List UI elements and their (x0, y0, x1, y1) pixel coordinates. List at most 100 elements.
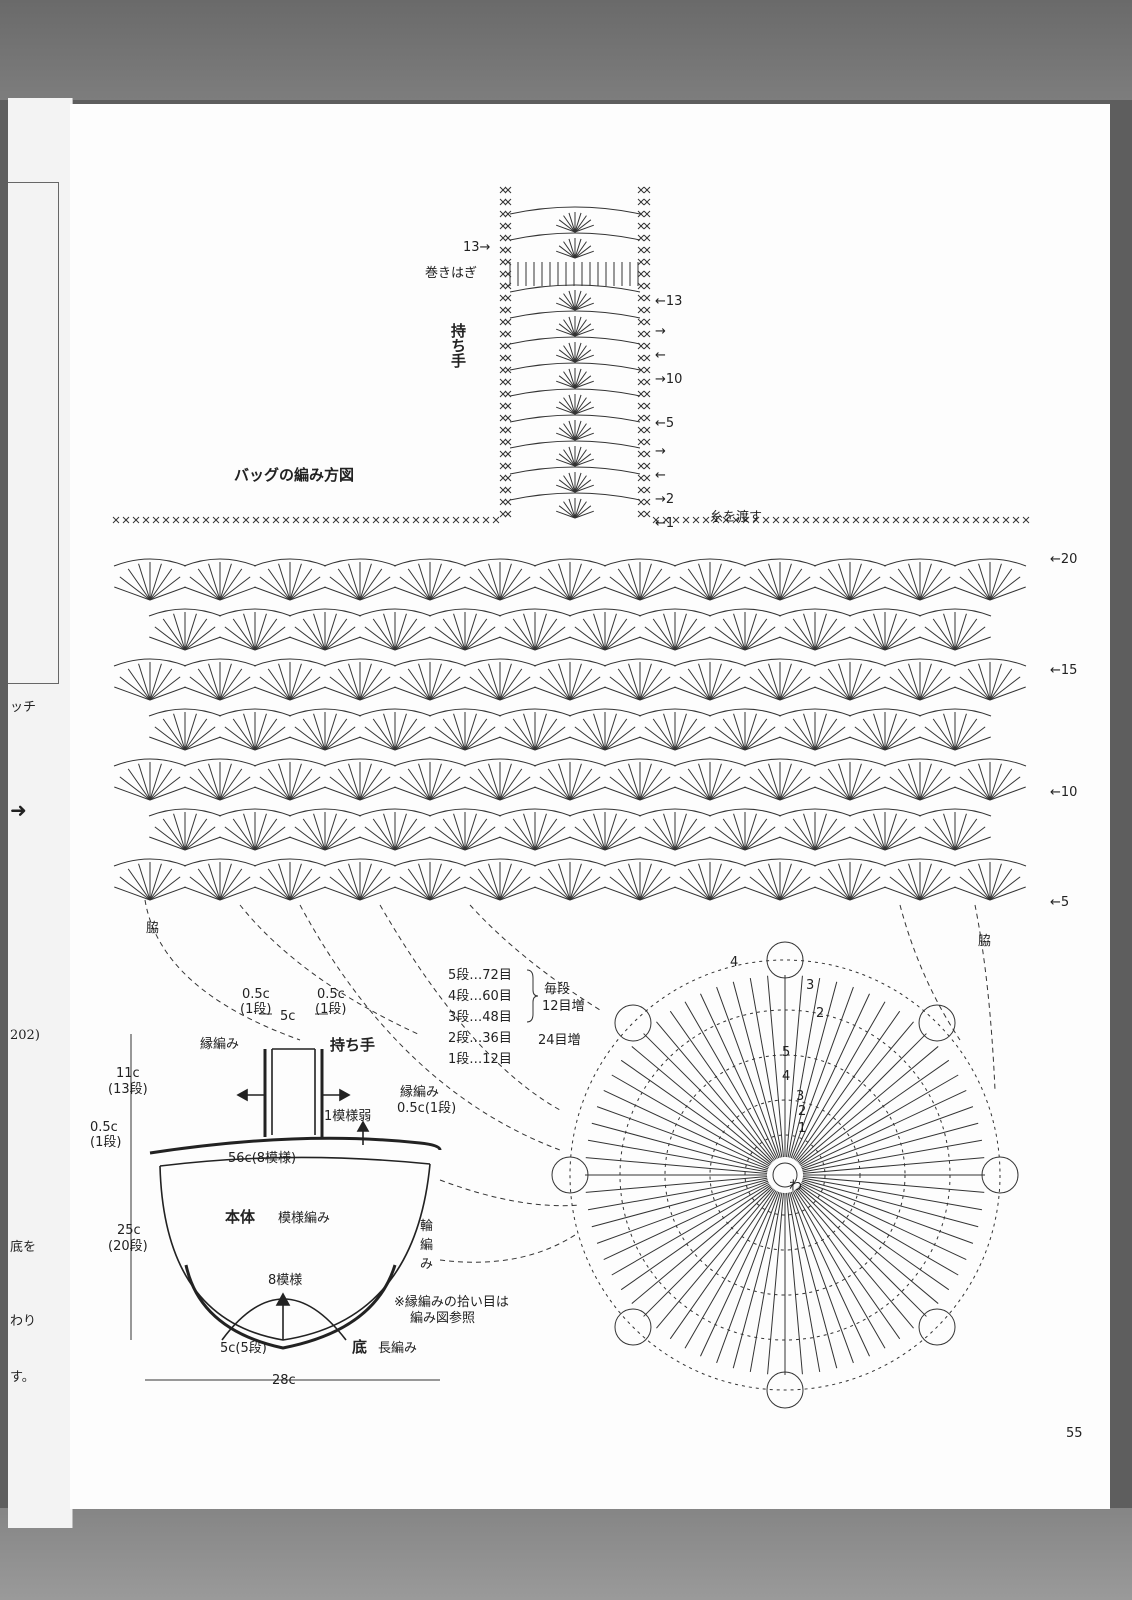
body-fan (418, 563, 431, 601)
body-fan (359, 768, 383, 801)
body-fan (289, 668, 313, 701)
base-stitch (716, 1191, 780, 1364)
body-fan (617, 868, 641, 901)
handle-row-marker: 13→ (463, 240, 491, 255)
body-fan (849, 786, 886, 801)
body-fan (744, 818, 768, 851)
body-fan (429, 736, 466, 751)
body-fan (849, 836, 886, 851)
body-fan (819, 676, 851, 701)
handle-fan (558, 375, 576, 389)
body-row-marker: ←15 (1050, 663, 1077, 678)
top-edge-stitch (392, 516, 400, 524)
body-fan (359, 636, 396, 651)
body-fan (162, 818, 186, 851)
body-fan (138, 663, 151, 701)
body-fan (989, 586, 1026, 601)
body-fan (932, 718, 956, 751)
body-fan (329, 576, 361, 601)
body-fan (224, 626, 256, 651)
body-fan (289, 576, 321, 601)
handle-edge-stitch (637, 462, 645, 470)
body-fan (919, 763, 932, 801)
body-fan (469, 676, 501, 701)
body-fan (232, 818, 256, 851)
body-chain-arc (183, 758, 257, 767)
body-fan (604, 586, 641, 601)
body-fan (219, 836, 256, 851)
dim-label: 28c (272, 1373, 296, 1388)
body-fan (749, 876, 781, 901)
body-fan (534, 618, 558, 651)
body-chain-arc (533, 858, 607, 867)
body-fan (989, 568, 1013, 601)
body-fan (838, 863, 851, 901)
body-fan (329, 876, 361, 901)
handle-edge-stitch (643, 414, 651, 422)
body-fan (884, 786, 921, 801)
body-fan (149, 886, 186, 901)
top-edge-stitch (712, 516, 720, 524)
body-fan (324, 718, 348, 751)
top-edge-stitch (452, 516, 460, 524)
body-fan (604, 626, 636, 651)
body-fan (324, 618, 348, 651)
body-fan (254, 626, 286, 651)
body-chain-arc (393, 758, 467, 767)
body-fan (967, 768, 991, 801)
body-fan (604, 726, 636, 751)
body-fan (407, 768, 431, 801)
top-edge-stitch (232, 516, 240, 524)
base-stitch (669, 1189, 776, 1340)
body-fan (464, 718, 488, 751)
round-knit-label: 輪 (420, 1218, 433, 1234)
top-edge-stitch (412, 516, 420, 524)
body-fan (499, 786, 536, 801)
body-fan (254, 718, 278, 751)
body-fan (849, 563, 862, 601)
body-fan (232, 618, 256, 651)
top-edge-stitch (1002, 516, 1010, 524)
body-chain-arc (603, 558, 677, 567)
base-pattern-label: 8模様 (268, 1273, 302, 1288)
body-fan (989, 663, 1002, 701)
body-chain-arc (743, 658, 817, 667)
body-fan (954, 618, 978, 651)
body-fan (254, 786, 291, 801)
handle-fan (563, 501, 576, 519)
handle-fan (574, 297, 592, 311)
body-fan (149, 763, 162, 801)
base-scallop (918, 1004, 956, 1042)
body-fan (814, 736, 851, 751)
base-round (569, 959, 1001, 1391)
body-fan (838, 763, 851, 801)
stitch-count: 1段…12目 (448, 1052, 512, 1067)
handle-outline (271, 1048, 316, 1135)
body-fan (674, 686, 711, 701)
body-fan (254, 818, 278, 851)
body-fan (569, 868, 593, 901)
body-chain-arc (498, 608, 572, 617)
body-fan (154, 826, 186, 851)
body-fan (289, 586, 326, 601)
base-stitch (700, 993, 778, 1159)
handle-edge-stitch (643, 186, 651, 194)
stitch-label: 長編み (378, 1340, 417, 1356)
body-fan (399, 876, 431, 901)
body-chain-arc (428, 808, 502, 817)
body-fan (504, 726, 536, 751)
body-fan (149, 586, 186, 601)
top-edge-stitch (952, 516, 960, 524)
top-edge-stitch (722, 516, 730, 524)
handle-chain-arc (509, 492, 641, 501)
body-fan (604, 686, 641, 701)
body-fan (149, 568, 173, 601)
base-stitch (684, 1190, 777, 1349)
handle-edge-stitch (643, 258, 651, 266)
body-fan (114, 786, 151, 801)
handle-edge-stitch (637, 498, 645, 506)
body-fan (604, 613, 617, 651)
handle-edging-outline (263, 1049, 324, 1137)
body-fan (989, 676, 1021, 701)
body-fan (978, 663, 991, 701)
